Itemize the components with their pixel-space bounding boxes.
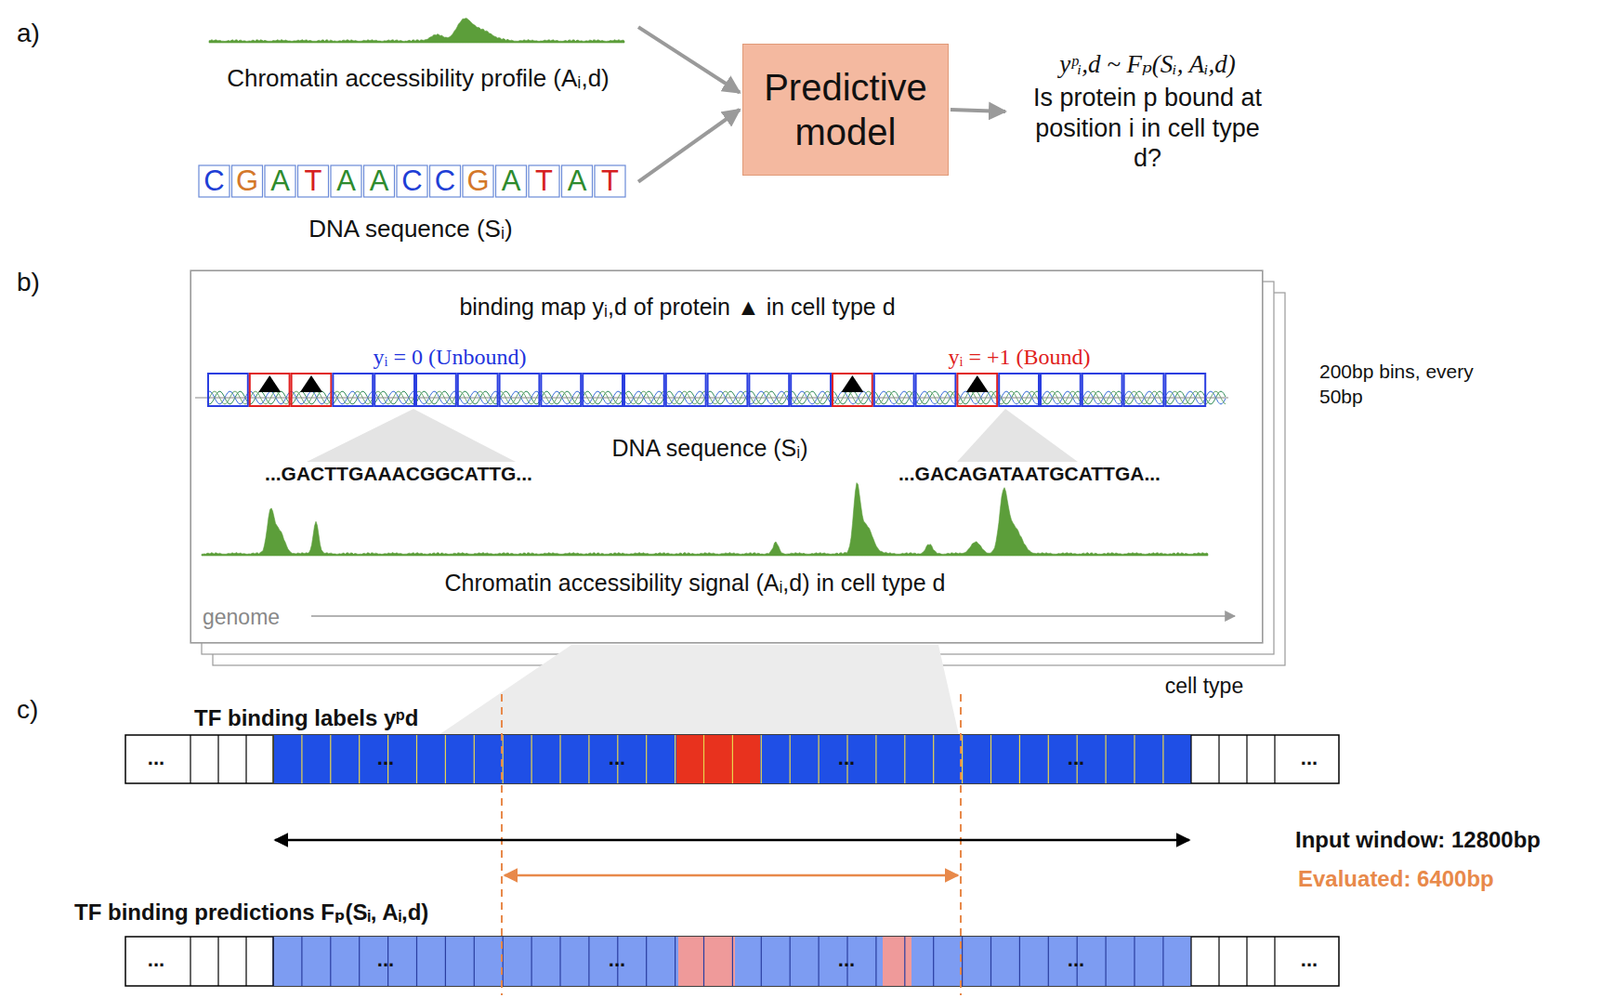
- arrow-connector: [638, 109, 740, 183]
- span-label: Evaluated: 6400bp: [1298, 865, 1495, 892]
- dna-letter: A: [501, 164, 522, 198]
- row-title: TF binding predictions Fₚ(Sᵢ, Aᵢ,d): [71, 899, 432, 926]
- dna-letter: C: [203, 164, 224, 198]
- dna-letter: T: [304, 164, 323, 198]
- span-arrows: [275, 839, 1190, 876]
- dna-letter: A: [270, 164, 290, 198]
- dna-letter: A: [369, 164, 390, 198]
- axis-label: cell type: [1165, 673, 1244, 699]
- ellipsis: ...: [608, 947, 626, 972]
- cell-row: [125, 734, 1339, 784]
- dna-letter: C: [434, 164, 456, 198]
- evaluation-bounds: [501, 694, 961, 996]
- dna-letter: T: [535, 164, 553, 198]
- letter-boxes: [198, 165, 626, 197]
- zoom-fan-c: [438, 644, 959, 735]
- panel-letter: b): [16, 267, 40, 298]
- node-text: DNA sequence (Sᵢ): [612, 434, 809, 462]
- dna-letter: G: [236, 164, 259, 198]
- zoom-fan: [306, 408, 1078, 462]
- ellipsis: ...: [838, 746, 855, 771]
- ellipsis: ...: [1300, 947, 1318, 972]
- node-text: DNA sequence (Sᵢ): [308, 214, 512, 244]
- node-text: Chromatin accessibility profile (Aᵢ,d): [226, 64, 610, 93]
- ellipsis: ...: [147, 746, 165, 771]
- ellipsis: ...: [377, 746, 394, 771]
- node-text: genome: [202, 604, 280, 630]
- ellipsis: ...: [1300, 746, 1318, 771]
- note: 200bp bins, every 50bp: [1319, 358, 1478, 410]
- row-title: TF binding labels yᵖd: [194, 705, 419, 732]
- input-profile: Chromatin accessibility profile (Aᵢ,d): [199, 11, 637, 100]
- dna-letter: C: [401, 164, 422, 198]
- node-text: Is protein p bound at position i in cell…: [1022, 82, 1273, 175]
- node-text: yᵢ = 0 (Unbound): [373, 344, 527, 370]
- bins: [208, 373, 1206, 407]
- panel-frame: binding map yᵢ,d of protein ▲ in cell ty…: [190, 270, 1263, 643]
- ellipsis: ...: [1067, 746, 1085, 771]
- node-text: ...GACTTGAAACGGCATTG...: [264, 462, 533, 486]
- dna-helix: [195, 391, 1229, 405]
- ellipsis: ...: [147, 947, 165, 972]
- dna-letter: G: [466, 164, 489, 198]
- ellipsis: ...: [377, 947, 394, 972]
- ellipsis: ...: [1067, 947, 1085, 972]
- ellipsis: ...: [608, 746, 626, 771]
- genome-axis: [311, 616, 1235, 617]
- cell-row: [125, 936, 1339, 986]
- panel-frame: [190, 270, 1286, 666]
- arrow-connector: [638, 26, 740, 92]
- process-box: Predictive model: [742, 43, 949, 176]
- dna-letter: A: [567, 164, 588, 198]
- dna-letter: A: [336, 164, 356, 198]
- chromatin-signal: [201, 483, 1208, 556]
- node-text: Predictive model: [750, 65, 941, 155]
- node-text: yᵢ = +1 (Bound): [948, 344, 1091, 370]
- output-text: yᵖᵢ,d ~ Fₚ(Sᵢ, Aᵢ,d)Is protein p bound a…: [1008, 46, 1287, 177]
- ellipsis: ...: [838, 947, 855, 972]
- panel-letter: a): [16, 18, 40, 49]
- node-text: binding map yᵢ,d of protein ▲ in cell ty…: [459, 293, 895, 321]
- node-text: ...GACAGATAATGCATTGA...: [898, 462, 1161, 486]
- dna-letter: T: [601, 164, 619, 198]
- arrow-connector: [950, 109, 1006, 112]
- node-text: yᵖᵢ,d ~ Fₚ(Sᵢ, Aᵢ,d): [1059, 49, 1235, 79]
- node-text: Chromatin accessibility signal (Aᵢ,d) in…: [445, 569, 946, 597]
- panel-letter: c): [16, 695, 39, 725]
- accessibility-trace: [209, 18, 625, 43]
- span-label: Input window: 12800bp: [1295, 826, 1541, 853]
